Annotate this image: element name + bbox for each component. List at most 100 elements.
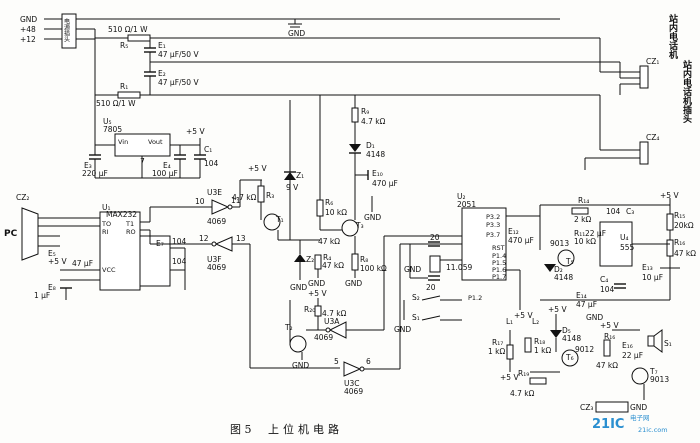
u4-label: U₄ — [620, 233, 629, 242]
r11-value: 10 kΩ — [574, 237, 596, 246]
r20-label: R₂₀ — [304, 305, 315, 314]
d2-part: 4148 — [554, 273, 573, 282]
cap-104-b: 104 — [172, 257, 187, 266]
u3e-label: U3E — [207, 188, 222, 197]
z2-gnd: GND — [290, 283, 307, 292]
z1-value: 9 V — [286, 183, 299, 192]
t1-label: T₁ — [275, 215, 284, 224]
c1-value: 104 — [204, 159, 219, 168]
r14-label: R₁₄ — [578, 196, 589, 205]
pin-6: 6 — [366, 357, 371, 366]
u5-vin: Vin — [118, 138, 128, 146]
d1-part: 4148 — [366, 150, 385, 159]
ic-u1-max232 — [99, 211, 141, 291]
watermark-logo: 21IC — [592, 417, 624, 432]
resistor-r15 — [666, 213, 674, 231]
c3-label: C₃ — [626, 207, 634, 216]
u2-p12: P1.2 — [468, 294, 482, 302]
u5-5v: +5 V — [186, 127, 205, 136]
pin-10: 10 — [195, 197, 205, 206]
r6-value: 10 kΩ — [325, 208, 347, 217]
e16-value: 22 μF — [622, 351, 643, 360]
r19-label: R₁₉ — [518, 369, 529, 378]
watermark-url: 21ic.com — [638, 426, 668, 434]
r16b-value: 47 kΩ — [674, 249, 696, 258]
u2-p37: P3.7 — [486, 231, 500, 239]
cz2-label: CZ₂ — [16, 193, 29, 202]
c4-value: 104 — [600, 285, 615, 294]
u1-part: MAX232 — [106, 210, 137, 219]
diode-d1 — [349, 144, 361, 152]
e13-label: E₁₃ — [642, 263, 653, 272]
u3f-label: U3F — [207, 255, 222, 264]
u1-pin-to: TO — [101, 220, 111, 228]
e10-label: E₁₀ — [372, 169, 383, 178]
u5-part: 7805 — [103, 125, 122, 134]
t6-label: T₆ — [565, 353, 574, 362]
e3-value: 220 μF — [82, 169, 108, 178]
r1-label: R₁ — [120, 82, 128, 91]
u5-vout: Vout — [148, 138, 163, 146]
c-104-top: 104 — [606, 207, 621, 216]
d5-label: D₅ — [562, 326, 571, 335]
e1-label: E₁ — [158, 41, 166, 50]
left-5v: +5 V — [48, 257, 67, 266]
timer-5v: +5 V — [660, 191, 679, 200]
e5-value: 47 μF — [72, 259, 93, 268]
resistor-r18 — [524, 337, 532, 353]
u1-pin-t1: T1 — [125, 220, 134, 228]
diode-d2 — [544, 264, 556, 272]
u2-part: 2051 — [457, 200, 476, 209]
u2-p17: P1.7 — [492, 273, 506, 281]
rx-value: 4.7 kΩ — [322, 309, 347, 318]
e4-value: 100 μF — [152, 169, 178, 178]
d1-label: D₁ — [366, 141, 375, 150]
cap-104-a: 104 — [172, 237, 187, 246]
d5-part: 4148 — [562, 334, 581, 343]
resistor-r19 — [529, 377, 547, 385]
connector-cz3 — [595, 401, 629, 413]
crystal-value: 11.059 — [446, 263, 472, 272]
pin-13: 13 — [236, 234, 246, 243]
u4-part: 555 — [620, 243, 635, 252]
timer-gnd: GND — [586, 313, 603, 322]
mcu-u2-2051 — [461, 207, 507, 281]
e8-value: 1 μF — [34, 291, 50, 300]
resistor-r16 — [603, 339, 611, 357]
e1-value: 47 μF/50 V — [158, 50, 199, 59]
s2-label: S₂ — [412, 293, 420, 302]
r15-label: R₁₅ — [674, 211, 685, 220]
t7-gnd: GND — [630, 403, 647, 412]
u3a-label: U3A — [324, 317, 340, 326]
r6-label: R₆ — [325, 198, 333, 207]
e12-value: 470 μF — [508, 236, 534, 245]
r16b-label: R₁₆ — [674, 238, 685, 247]
c4-label: C₄ — [600, 275, 608, 284]
db9-connector — [21, 207, 39, 261]
u1-label: U₁ — [102, 203, 111, 212]
cz4-label: CZ₄ — [646, 133, 659, 142]
pin-12: 12 — [199, 234, 209, 243]
u2-p16: P1.6 — [492, 266, 506, 274]
r16-label: R₁₆ — [604, 332, 615, 341]
u1-pin-ri: RI — [102, 228, 109, 236]
inverter-u3e — [211, 199, 230, 215]
header-label: 电源插头 — [63, 17, 70, 43]
t1-5v: +5 V — [248, 164, 267, 173]
c1-label: C₁ — [204, 145, 212, 154]
u2-p32: P3.2 — [486, 213, 500, 221]
r4-value: 47 kΩ — [318, 237, 340, 246]
e14-value: 47 μF — [576, 300, 597, 309]
l-5v: +5 V — [514, 311, 533, 320]
z2-label: Z₂ — [306, 255, 314, 264]
u3f-part: 4069 — [207, 263, 226, 272]
r14-value: 2 kΩ — [574, 215, 591, 224]
r4-gnd: GND — [308, 279, 325, 288]
connector-cz4 — [639, 141, 649, 165]
r16-value: 47 kΩ — [596, 361, 618, 370]
r4-label: R₄ — [323, 253, 331, 262]
e8-label: E₈ — [48, 283, 56, 292]
station-phone-jack-label: 站内电话机插头 — [681, 59, 692, 124]
